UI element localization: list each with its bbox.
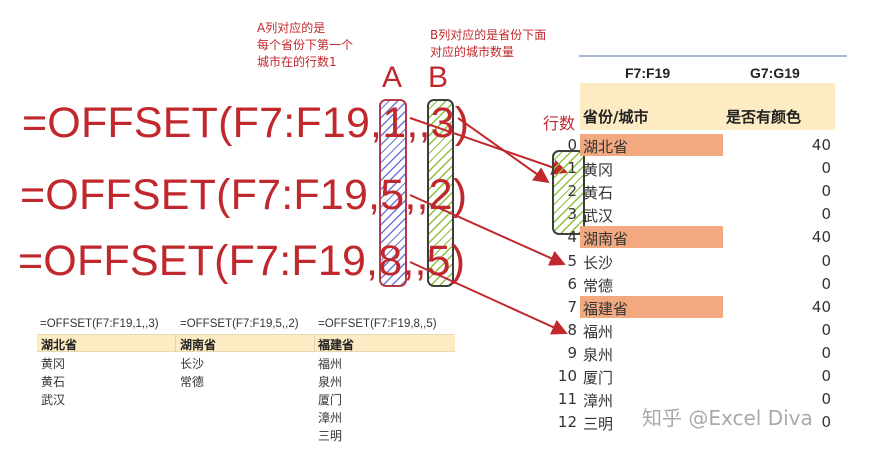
color-value: 0 bbox=[821, 182, 831, 201]
header-has-color: 是否有颜色 bbox=[726, 108, 802, 126]
row-number: 9 bbox=[567, 343, 577, 362]
color-value: 0 bbox=[821, 205, 831, 224]
row-number: 6 bbox=[567, 274, 577, 293]
city-name: 武汉 bbox=[583, 207, 614, 226]
city-cell: 福州 bbox=[318, 357, 343, 371]
note-column-a: A列对应的是 每个省份下第一个 城市在的行数1 bbox=[257, 21, 354, 69]
city-name: 三明 bbox=[583, 415, 614, 434]
column-b-highlight bbox=[427, 99, 454, 287]
color-value: 0 bbox=[821, 343, 831, 362]
color-value: 0 bbox=[821, 413, 831, 432]
result-cities-1: 黄冈 黄石 武汉 bbox=[41, 355, 65, 409]
rows-label: 行数 bbox=[543, 114, 576, 133]
result-province-3: 福建省 bbox=[318, 338, 355, 352]
city-name: 黄冈 bbox=[583, 161, 614, 180]
arrow-a3 bbox=[409, 261, 568, 335]
column-a-highlight bbox=[379, 99, 407, 287]
sheet-row: 4 湖南省 40 bbox=[545, 226, 845, 249]
row-number: 2 bbox=[567, 182, 577, 201]
city-name: 厦门 bbox=[583, 369, 614, 387]
sheet-row: 3 武汉 0 bbox=[545, 203, 845, 226]
result-province-2: 湖南省 bbox=[180, 338, 217, 352]
color-value: 40 bbox=[811, 297, 831, 316]
sheet-row: 8 福州 0 bbox=[545, 319, 845, 342]
result-header-divider-2 bbox=[314, 334, 315, 352]
sheet-row: 9 泉州 0 bbox=[545, 342, 845, 365]
province-highlight bbox=[580, 134, 723, 156]
range-label-f: F7:F19 bbox=[625, 65, 671, 81]
row-number: 11 bbox=[557, 390, 577, 409]
sheet-row: 11 漳州 0 bbox=[545, 388, 845, 411]
arrow-b1 bbox=[457, 117, 550, 184]
result-formula-1: =OFFSET(F7:F19,1,,3) bbox=[40, 318, 159, 330]
formula-2: =OFFSET(F7:F19,5,,2) bbox=[20, 171, 468, 219]
result-formula-2: =OFFSET(F7:F19,5,,2) bbox=[180, 318, 299, 330]
column-a-label: A bbox=[382, 61, 403, 94]
note-column-b: B列对应的是省份下面 对应的城市数量 bbox=[430, 28, 547, 59]
header-province-city: 省份/城市 bbox=[583, 108, 649, 126]
city-name: 黄石 bbox=[583, 184, 614, 203]
row-number: 5 bbox=[567, 251, 577, 270]
city-cell: 漳州 bbox=[318, 411, 343, 425]
color-value: 0 bbox=[821, 251, 831, 270]
arrow-a2 bbox=[409, 194, 566, 266]
color-value: 40 bbox=[811, 228, 831, 247]
color-value: 0 bbox=[821, 274, 831, 293]
arrow-a1 bbox=[409, 117, 568, 175]
color-value: 0 bbox=[821, 159, 831, 178]
row-number: 0 bbox=[567, 136, 577, 154]
city-cell: 泉州 bbox=[318, 375, 343, 389]
city-name: 漳州 bbox=[583, 392, 614, 411]
city-name: 常德 bbox=[583, 276, 614, 295]
city-cell: 武汉 bbox=[41, 393, 66, 407]
city-name: 长沙 bbox=[583, 253, 614, 272]
row-number: 12 bbox=[557, 413, 577, 432]
sheet-row: 10 厦门 0 bbox=[545, 365, 845, 388]
sheet-row: 7 福建省 40 bbox=[545, 295, 845, 319]
row-number: 10 bbox=[557, 367, 577, 385]
row-number: 4 bbox=[567, 228, 577, 247]
row-number: 3 bbox=[567, 205, 577, 224]
color-value: 0 bbox=[821, 320, 831, 339]
sheet-row: 5 长沙 0 bbox=[545, 250, 845, 273]
province-highlight bbox=[580, 295, 723, 318]
row-number: 8 bbox=[567, 320, 577, 339]
city-cell: 厦门 bbox=[318, 393, 343, 407]
sheet-top-border bbox=[579, 55, 847, 57]
city-name: 泉州 bbox=[583, 345, 614, 364]
sheet-row: 1 黄冈 0 bbox=[545, 157, 845, 180]
color-value: 0 bbox=[821, 367, 831, 385]
header-band bbox=[580, 83, 835, 130]
color-value: 0 bbox=[821, 390, 831, 409]
sheet-row: 2 黄石 0 bbox=[545, 180, 845, 203]
formula-3: =OFFSET(F7:F19,8,,5) bbox=[18, 237, 466, 285]
city-name: 福建省 bbox=[583, 299, 629, 318]
sheet-row: 12 三明 0 bbox=[545, 411, 845, 434]
range-label-g: G7:G19 bbox=[750, 65, 800, 81]
city-cell: 三明 bbox=[318, 429, 343, 443]
city-cell: 黄石 bbox=[41, 375, 66, 389]
color-value: 40 bbox=[811, 136, 831, 154]
watermark: 知乎 @Excel Diva bbox=[642, 406, 813, 430]
row-number: 7 bbox=[567, 297, 577, 316]
result-cities-2: 长沙 常德 bbox=[180, 355, 204, 391]
column-b-label: B bbox=[428, 61, 449, 94]
city-cell: 黄冈 bbox=[41, 357, 66, 371]
formula-1: =OFFSET(F7:F19,1,,3) bbox=[22, 99, 470, 147]
city-cell: 常德 bbox=[180, 375, 205, 389]
province-highlight bbox=[580, 226, 723, 249]
result-formula-3: =OFFSET(F7:F19,8,,5) bbox=[318, 318, 437, 330]
result-province-1: 湖北省 bbox=[41, 338, 78, 352]
city-cell: 长沙 bbox=[180, 357, 205, 371]
sheet-row: 6 常德 0 bbox=[545, 273, 845, 296]
city-name: 湖南省 bbox=[583, 230, 629, 249]
sheet-row: 0 湖北省 40 bbox=[545, 134, 845, 157]
result-header-divider-1 bbox=[175, 334, 176, 352]
rows-1-3-highlight bbox=[552, 150, 585, 235]
city-name: 福州 bbox=[583, 322, 614, 341]
city-name: 湖北省 bbox=[583, 138, 629, 156]
row-number: 1 bbox=[567, 159, 577, 178]
result-header-band bbox=[37, 334, 455, 352]
result-cities-3: 福州 泉州 厦门 漳州 三明 bbox=[318, 355, 342, 445]
